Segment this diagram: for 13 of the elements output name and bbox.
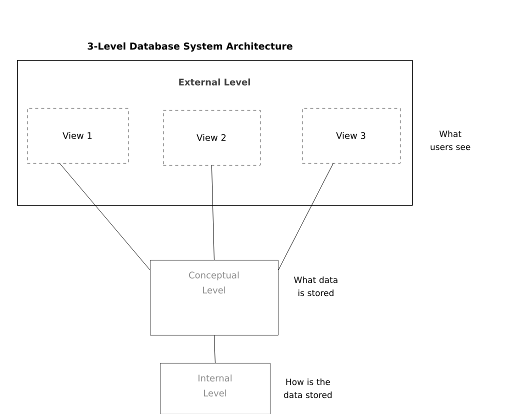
view-box: View 3 [302,108,400,164]
level-box: Internal Level [160,363,270,414]
title: 3-Level Database System Architecture [88,42,292,52]
view-box: View 1 [27,108,128,164]
note: What data is stored [294,276,338,296]
view-box: View 2 [163,110,260,166]
connector-line [214,335,216,364]
note: How is the data stored [284,378,332,398]
connector-line [278,163,334,270]
connector-line [59,163,150,270]
note: What users see [430,130,470,150]
connector-line [211,165,214,260]
level-box: Conceptual Level [150,260,278,336]
